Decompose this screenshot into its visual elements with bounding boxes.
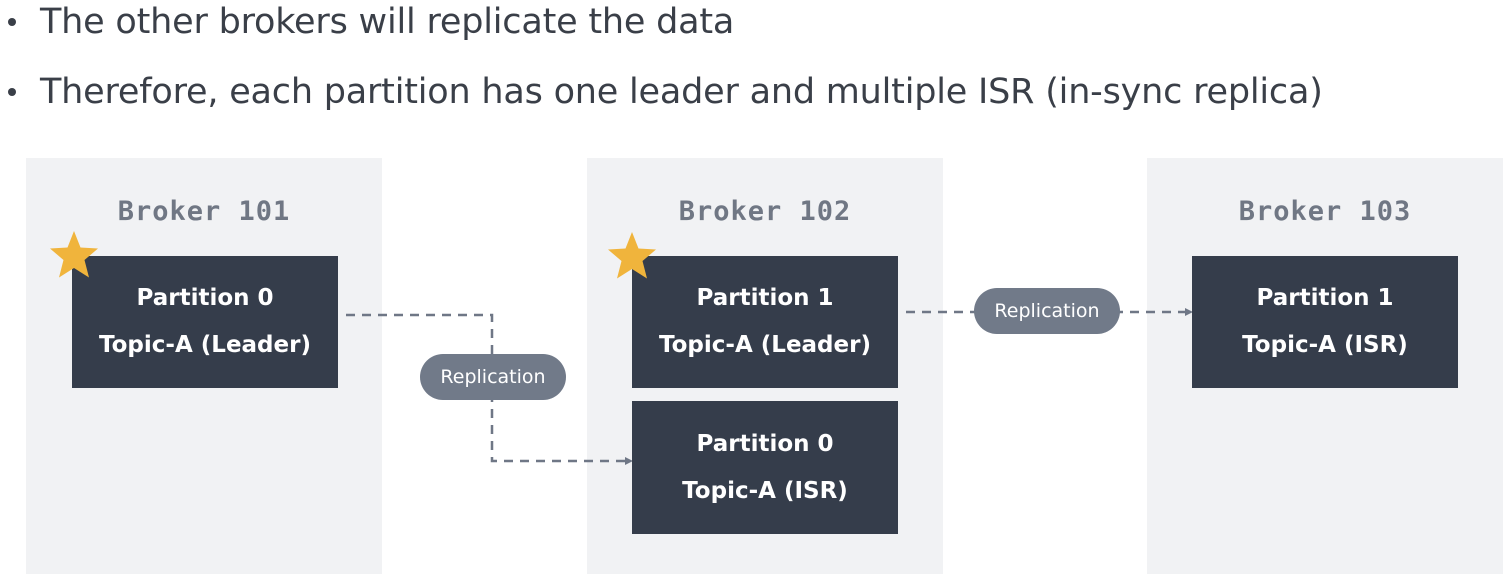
bullet-text: Therefore, each partition has one leader… bbox=[40, 72, 1323, 112]
partition-topic: Topic-A (Leader) bbox=[659, 332, 871, 358]
partition-topic: Topic-A (Leader) bbox=[99, 332, 311, 358]
partition-label: Partition 1 bbox=[1256, 285, 1394, 311]
partition-topic: Topic-A (ISR) bbox=[1242, 332, 1408, 358]
star-icon bbox=[608, 232, 656, 279]
partition-box-isr: Partition 1 Topic-A (ISR) bbox=[1192, 256, 1458, 388]
bullet-item: The other brokers will replicate the dat… bbox=[6, 2, 734, 42]
partition-label: Partition 1 bbox=[696, 285, 834, 311]
partition-label: Partition 0 bbox=[696, 430, 834, 457]
broker-title: Broker 101 bbox=[117, 196, 291, 227]
star-icon bbox=[50, 231, 98, 278]
partition-box-leader: Partition 0 Topic-A (Leader) bbox=[72, 256, 338, 388]
partition-box-leader: Partition 1 Topic-A (Leader) bbox=[632, 256, 898, 388]
bullet-text: The other brokers will replicate the dat… bbox=[40, 2, 735, 42]
replication-pill: Replication bbox=[974, 288, 1120, 334]
partition-box-isr: Partition 0 Topic-A (ISR) bbox=[632, 401, 898, 534]
broker-title: Broker 103 bbox=[1238, 196, 1412, 227]
bullet-item: Therefore, each partition has one leader… bbox=[6, 72, 1323, 112]
partition-topic: Topic-A (ISR) bbox=[682, 477, 848, 504]
bullet-dot-icon bbox=[8, 88, 16, 96]
bullet-dot-icon bbox=[8, 18, 16, 26]
replication-line-101-to-102 bbox=[346, 313, 633, 465]
partition-label: Partition 0 bbox=[136, 285, 274, 311]
broker-title: Broker 102 bbox=[678, 196, 852, 227]
replication-pill: Replication bbox=[420, 354, 566, 400]
